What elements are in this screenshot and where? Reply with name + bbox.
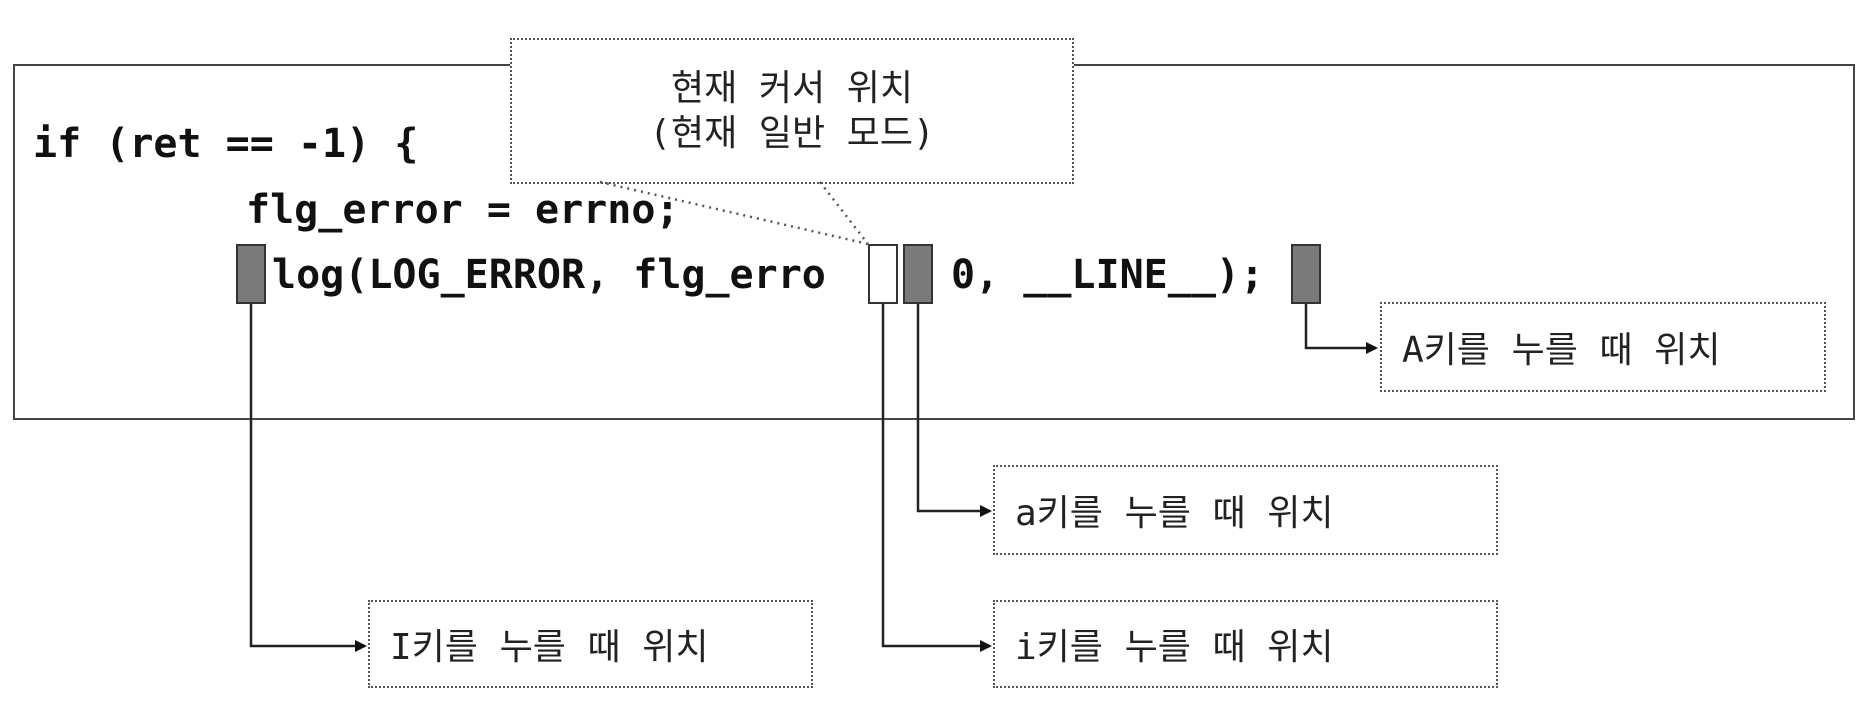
current-cursor-marker (868, 244, 898, 304)
A-key-callout: A키를 누를 때 위치 (1380, 302, 1826, 392)
code-line-1: if (ret == -1) { (33, 121, 419, 167)
a-append-position-marker (903, 244, 933, 304)
a-key-callout: a키를 누를 때 위치 (993, 465, 1498, 555)
code-line-3-before-cursor: log(LOG_ERROR, flg_erro (272, 252, 826, 298)
current-cursor-callout: 현재 커서 위치 (현재 일반 모드) (510, 38, 1074, 184)
current-cursor-label: 현재 커서 위치 (670, 68, 914, 109)
current-cursor-pointer-right (819, 181, 869, 245)
normal-mode-label: (현재 일반 모드) (649, 113, 935, 154)
a-key-connector (916, 304, 992, 517)
code-line-3-after-cursor: 0, __LINE__); (951, 252, 1265, 298)
I-insert-position-marker (236, 244, 266, 304)
I-key-callout: I키를 누를 때 위치 (368, 600, 813, 688)
current-cursor-pointer-left (599, 180, 869, 246)
i-key-callout: i키를 누를 때 위치 (993, 600, 1498, 688)
A-append-end-position-marker (1291, 244, 1321, 304)
i-key-connector (881, 304, 992, 652)
A-key-connector (1304, 304, 1378, 354)
code-line-2: flg_error = errno; (246, 187, 680, 233)
I-key-connector (249, 304, 367, 652)
